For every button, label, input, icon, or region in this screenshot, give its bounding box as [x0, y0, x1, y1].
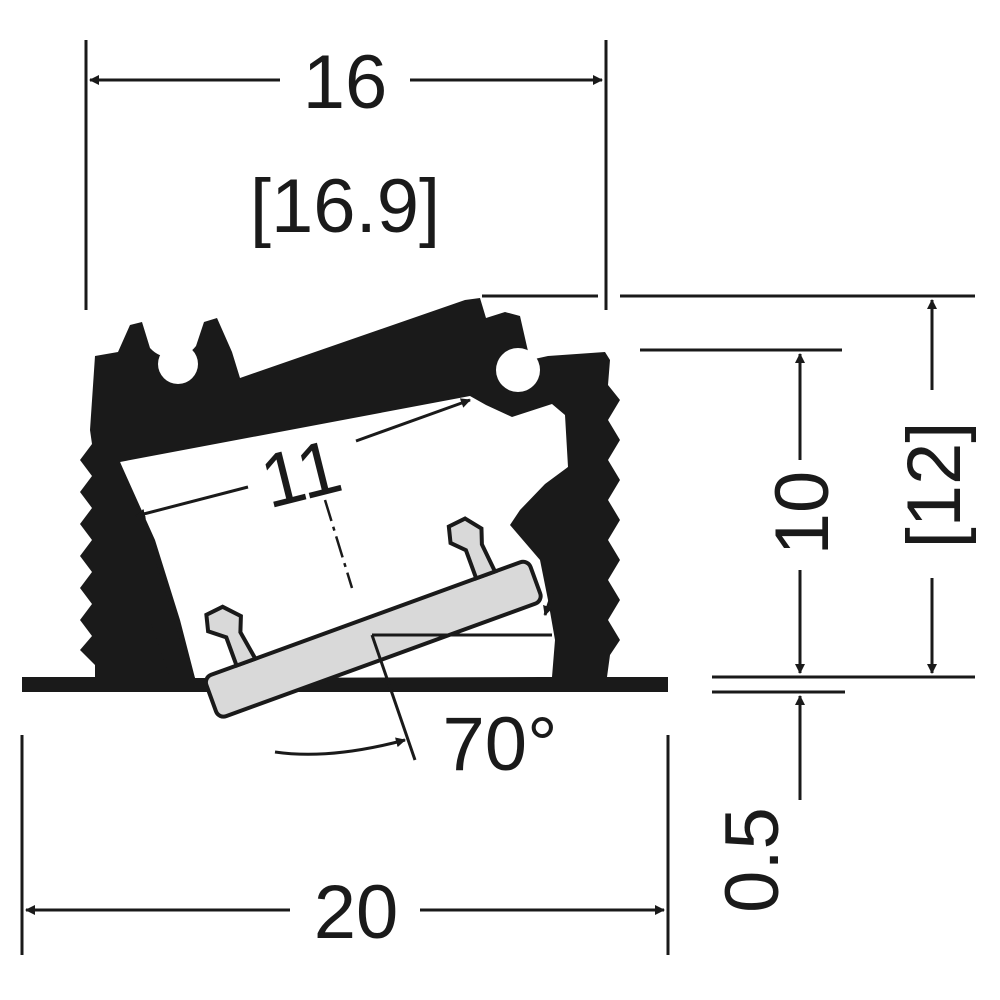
inner-dim-right-arrow: [355, 398, 471, 443]
inner-height-label: 10: [760, 471, 845, 556]
left-clip-groove: [158, 344, 198, 384]
diffuser-right-clip: [446, 516, 498, 581]
diffuser-left-clip: [204, 604, 259, 669]
top-width-alt-label: [16.9]: [250, 164, 440, 249]
top-width-label: 16: [303, 40, 388, 125]
angle-label: 70°: [443, 702, 558, 787]
dimension-top-width: 16 [16.9]: [84, 40, 608, 310]
angle-leader-line: [370, 634, 417, 761]
angle-arrow-top: [543, 511, 574, 616]
right-clip-groove: [496, 348, 540, 392]
inner-dim-left-arrow: [135, 485, 249, 519]
flange-thickness-label: 0.5: [710, 807, 795, 913]
total-height-alt-label: [12]: [892, 422, 977, 549]
dimension-heights: 10 [12] 0.5: [482, 294, 977, 913]
dimension-angle: 70°: [274, 511, 574, 787]
profile-right-lower-wall: [545, 467, 607, 677]
dimension-bottom-width: 20: [20, 735, 670, 955]
bottom-width-label: 20: [314, 870, 399, 955]
centerline: [323, 499, 354, 589]
angle-arrow-left: [274, 737, 406, 756]
